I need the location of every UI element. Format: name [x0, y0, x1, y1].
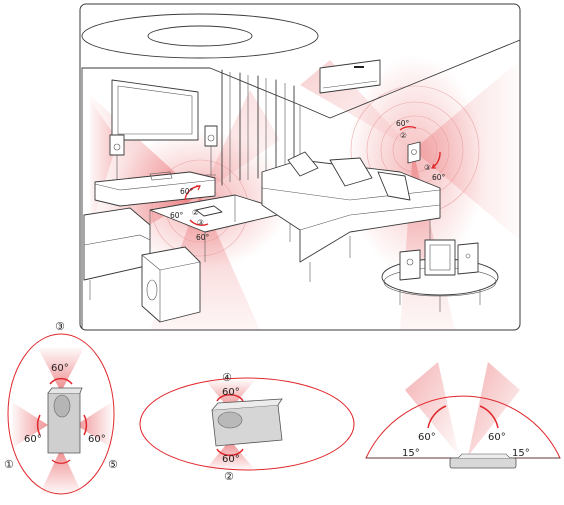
top-number-top: ④: [222, 371, 232, 384]
top-angle-bottom: 60°: [222, 454, 240, 465]
room-right-angle-b: 60°: [432, 173, 446, 182]
soundbar-unit: [449, 453, 517, 469]
room-right-front-speaker: [204, 125, 218, 176]
room-right-angle-a: 60°: [396, 119, 410, 128]
cone-left: [405, 362, 459, 456]
top-angle-top: 60°: [222, 387, 240, 398]
room-left-number-b: ③: [197, 218, 204, 227]
ceiling-lamp: [81, 13, 319, 59]
room-left-angle-c: 60°: [196, 233, 210, 242]
side-speaker-unit: [47, 387, 83, 454]
side-angle-right: 60°: [88, 434, 106, 445]
room-left-number-a: ②: [192, 208, 199, 217]
top-speaker-diagram: 60° 60° ④ ②: [139, 371, 355, 483]
cone-down: [40, 448, 82, 494]
room-right-markers: 60° 60° ② ③: [396, 119, 446, 182]
side-number-left: ①: [4, 458, 14, 471]
side-number-right: ⑤: [108, 458, 118, 471]
bar-angle-right: 60°: [488, 432, 506, 443]
room-illustration: 60° 60° 60° ② ③ 60° 60° ② ③: [79, 3, 521, 331]
side-table-stereo: [381, 239, 499, 312]
cone-right: [76, 402, 112, 448]
room-right-number-a: ②: [400, 131, 407, 140]
window-curtain: [221, 69, 295, 186]
bar-edge-left: 15°: [402, 448, 420, 459]
room-wall-speaker: [407, 141, 421, 164]
side-angle-top: 60°: [51, 363, 69, 374]
top-speaker-unit: [211, 398, 283, 447]
coffee-table: [149, 194, 291, 262]
wall-tv: [111, 79, 199, 141]
side-angle-left: 60°: [24, 434, 42, 445]
bar-edge-right: 15°: [512, 448, 530, 459]
air-conditioner: [319, 59, 381, 94]
room-left-angle-b: 60°: [170, 211, 184, 220]
room-subwoofer: [141, 246, 201, 323]
cone-up: [38, 348, 84, 392]
room-right-number-b: ③: [424, 163, 431, 172]
bar-angle-left: 60°: [418, 432, 436, 443]
room-left-angle-a: 60°: [180, 187, 194, 196]
bar-speaker-diagram: 60° 60° 15° 15°: [365, 362, 561, 469]
room-left-markers: 60° 60° 60° ② ③: [170, 185, 210, 242]
cone-left: [12, 402, 48, 448]
cone-right: [468, 362, 520, 456]
sectional-sofa: [261, 151, 441, 282]
top-number-bottom: ②: [224, 470, 234, 483]
side-number-top: ③: [55, 320, 65, 333]
side-speaker-diagram: 60° 60° 60° ③ ① ⑤: [4, 320, 118, 495]
